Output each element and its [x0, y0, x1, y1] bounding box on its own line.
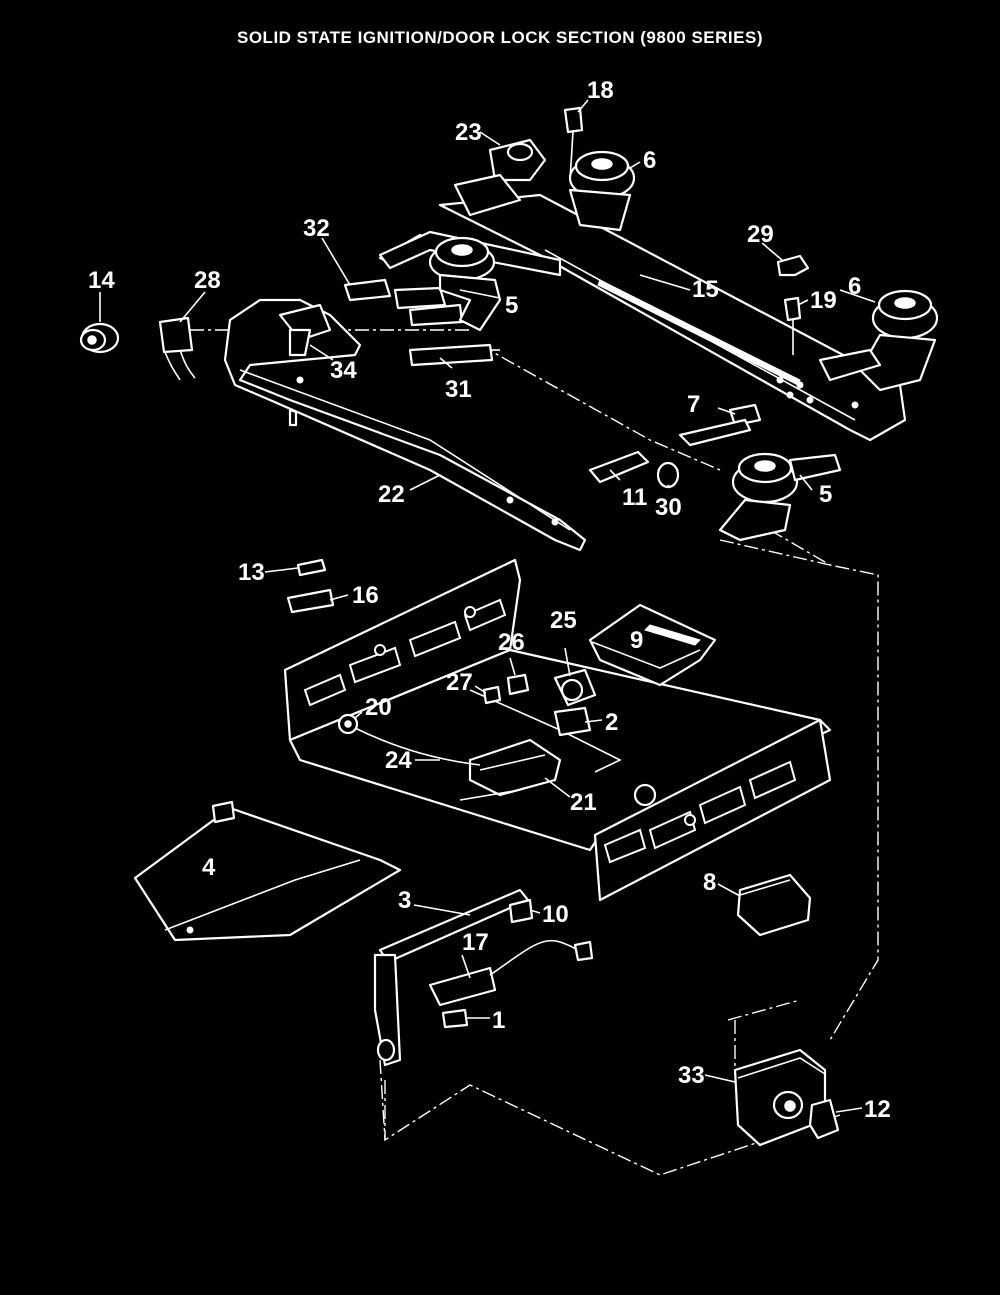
callout-21: 21	[570, 789, 597, 816]
callout-10: 10	[542, 901, 569, 928]
callout-30: 30	[655, 494, 682, 521]
callout-2: 2	[605, 709, 618, 736]
callout-28: 28	[194, 267, 221, 294]
callout-7: 7	[687, 391, 700, 418]
callout-5-lower: 5	[819, 481, 832, 508]
callout-23: 23	[455, 119, 482, 146]
callout-9: 9	[630, 627, 643, 654]
callout-27: 27	[446, 669, 473, 696]
leader-lines	[99, 99, 876, 1113]
callout-17: 17	[462, 929, 489, 956]
callout-24: 24	[385, 747, 412, 774]
callout-12: 12	[864, 1096, 891, 1123]
callout-4: 4	[202, 854, 216, 881]
diagram-title: SOLID STATE IGNITION/DOOR LOCK SECTION (…	[237, 28, 763, 47]
lower-parts	[133, 800, 840, 1147]
callout-19: 19	[810, 287, 837, 314]
callout-22: 22	[378, 481, 405, 508]
callout-29: 29	[747, 221, 774, 248]
callout-6-right: 6	[848, 273, 861, 300]
callout-14: 14	[88, 267, 115, 294]
callout-31: 31	[445, 376, 472, 403]
callout-labels: 18 23 6 32 29 14 28 15 6 19 5 34 31 7 22…	[88, 77, 891, 1123]
callout-1: 1	[492, 1007, 505, 1034]
callout-8: 8	[703, 869, 716, 896]
callout-11: 11	[622, 484, 647, 511]
callout-34: 34	[330, 357, 357, 384]
callout-16: 16	[352, 582, 379, 609]
callout-20: 20	[365, 694, 392, 721]
callout-33: 33	[678, 1062, 705, 1089]
burner-manifold-assembly	[79, 106, 939, 552]
callout-6-rear: 6	[643, 147, 656, 174]
callout-25: 25	[550, 607, 577, 634]
callout-18: 18	[587, 77, 614, 104]
callout-13: 13	[238, 559, 265, 586]
lower-chassis-assembly	[283, 558, 832, 902]
callout-32: 32	[303, 215, 330, 242]
callout-5-center: 5	[505, 292, 518, 319]
callout-15: 15	[692, 276, 719, 303]
callout-3: 3	[398, 887, 411, 914]
assembly-reference-lines	[165, 329, 879, 1176]
callout-26: 26	[498, 629, 525, 656]
